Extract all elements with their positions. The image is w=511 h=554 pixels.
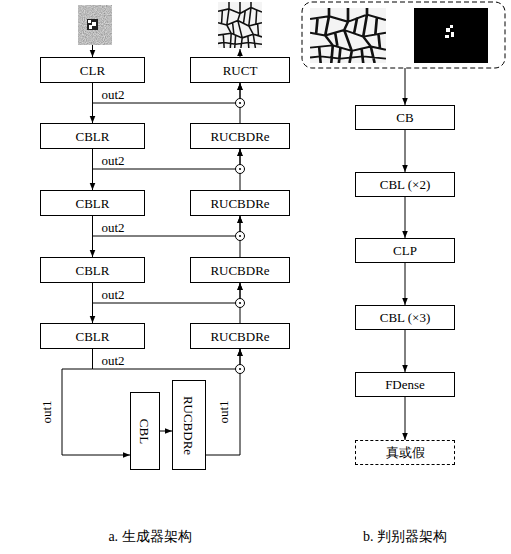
output-arrow (240, 49, 241, 57)
connector (405, 263, 406, 305)
connector (240, 83, 241, 123)
layer-box: RUCBDRe (190, 323, 290, 349)
layer-label: RUCBDRe (210, 263, 269, 278)
layer-box: CB (355, 105, 455, 130)
connector (405, 197, 406, 238)
pattern-image (414, 8, 488, 63)
layer-label: RUCBDRe (210, 196, 269, 211)
layer-box: RUCBDRe (172, 380, 206, 470)
layer-label: CBLR (76, 129, 110, 144)
layer-label: CBL (×3) (380, 310, 431, 325)
layer-box: CBLR (40, 190, 145, 216)
input-group-outline (302, 2, 505, 68)
layer-label: RUCBDRe (182, 395, 197, 454)
connector (240, 216, 241, 257)
noise-pattern (88, 20, 91, 23)
concat-circle (236, 99, 245, 108)
layer-box: CBL (×2) (355, 172, 455, 197)
edge-label: out2 (101, 154, 126, 168)
subfigure-caption: a. 生成器架构 (108, 528, 191, 546)
layer-label: CBLR (76, 263, 110, 278)
layer-label: CBL (137, 418, 152, 443)
connector (405, 130, 406, 172)
concat-dot (239, 368, 241, 370)
concat-circle (236, 165, 245, 174)
layer-label: CB (396, 110, 413, 125)
layer-label: CLR (80, 63, 105, 78)
concat-dot (239, 168, 241, 170)
input-arrow (92, 45, 93, 57)
pattern-mark (450, 25, 453, 28)
output-box: 真或假 (355, 440, 455, 465)
layer-box: CBLR (40, 323, 145, 349)
connector (160, 431, 172, 432)
layer-box: CBLR (40, 123, 145, 149)
connector (93, 349, 241, 369)
layer-box: CBLR (40, 257, 145, 283)
subfigure-caption: b. 判别器架构 (363, 528, 447, 546)
edge-label: out2 (101, 288, 126, 302)
cell-image (218, 2, 262, 48)
layer-label: CBLR (76, 196, 110, 211)
layer-box: CBL (×3) (355, 305, 455, 330)
connector (62, 349, 130, 455)
concat-dot (239, 102, 241, 104)
layer-label: RUCBDRe (210, 329, 269, 344)
connector (93, 149, 241, 169)
edge-label: out2 (101, 354, 126, 368)
layer-label: CBLR (76, 329, 110, 344)
layer-box: CBL (130, 392, 160, 470)
input-arrow (405, 68, 406, 105)
pattern-mark (445, 35, 449, 38)
edge-label: out2 (101, 221, 126, 235)
noise-pattern (92, 22, 96, 26)
pattern-mark (451, 32, 454, 37)
connector (93, 216, 241, 236)
connector (405, 397, 406, 440)
concat-dot (239, 302, 241, 304)
concat-circle (236, 365, 245, 374)
layer-box: RUCBDRe (190, 123, 290, 149)
connector (93, 83, 241, 103)
connector (240, 149, 241, 190)
pattern-mark (446, 28, 450, 32)
layer-label: CLP (393, 243, 417, 258)
connector (240, 283, 241, 323)
noise-image (78, 5, 112, 45)
concat-circle (236, 232, 245, 241)
concat-circle (236, 299, 245, 308)
layer-label: FDense (385, 377, 425, 392)
connector (206, 349, 240, 455)
layer-box: RUCBDRe (190, 257, 290, 283)
edge-label: out2 (101, 88, 126, 102)
noise-pattern (89, 25, 92, 29)
concat-dot (239, 235, 241, 237)
connector (93, 283, 241, 303)
edge-label: out1 (217, 399, 231, 424)
noise-pattern (87, 19, 98, 30)
layer-label: RUCBDRe (210, 129, 269, 144)
layer-label: CBL (×2) (380, 177, 431, 192)
edge-label: out1 (40, 399, 54, 424)
cell-image (310, 8, 386, 63)
layer-box: RUCT (190, 57, 290, 83)
layer-box: RUCBDRe (190, 190, 290, 216)
layer-label: RUCT (223, 63, 258, 78)
connector (405, 330, 406, 372)
layer-box: FDense (355, 372, 455, 397)
layer-box: CLP (355, 238, 455, 263)
layer-box: CLR (40, 57, 145, 83)
layer-label: 真或假 (386, 445, 425, 460)
